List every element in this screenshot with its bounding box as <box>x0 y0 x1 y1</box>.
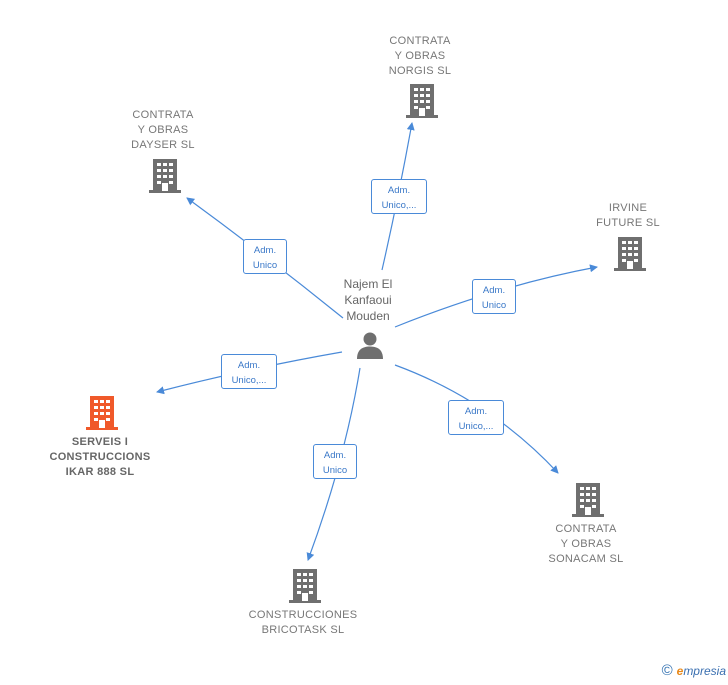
building-icon[interactable] <box>86 396 118 430</box>
company-name-serveis[interactable]: SERVEIS I CONSTRUCCIONS IKAR 888 SL <box>49 436 151 478</box>
edge-label-irvine[interactable]: Adm. Unico <box>472 279 516 314</box>
edge-label-bricotask[interactable]: Adm. Unico <box>313 444 357 479</box>
building-icon[interactable] <box>149 159 181 193</box>
company-name-irvine[interactable]: IRVINE FUTURE SL <box>596 202 660 229</box>
edge-label-dayser[interactable]: Adm. Unico <box>243 239 287 274</box>
building-icon[interactable] <box>406 84 438 118</box>
company-name-bricotask[interactable]: CONSTRUCCIONES BRICOTASK SL <box>248 609 358 636</box>
building-icon[interactable] <box>572 483 604 517</box>
person-name[interactable]: Najem El Kanfaoui Mouden <box>343 277 393 323</box>
building-icon[interactable] <box>614 237 646 271</box>
edge-label-sonacam[interactable]: Adm. Unico,... <box>448 400 504 435</box>
edge-label-norgis[interactable]: Adm. Unico,... <box>371 179 427 214</box>
company-name-sonacam[interactable]: CONTRATA Y OBRAS SONACAM SL <box>548 523 624 565</box>
brand-logo: ©empresia <box>661 662 726 679</box>
building-icon[interactable] <box>289 569 321 603</box>
person-icon[interactable] <box>355 330 385 360</box>
company-name-norgis[interactable]: CONTRATA Y OBRAS NORGIS SL <box>388 35 452 77</box>
copyright-icon: © <box>661 662 673 679</box>
company-name-dayser[interactable]: CONTRATA Y OBRAS DAYSER SL <box>131 109 195 151</box>
edge-label-serveis[interactable]: Adm. Unico,... <box>221 354 277 389</box>
